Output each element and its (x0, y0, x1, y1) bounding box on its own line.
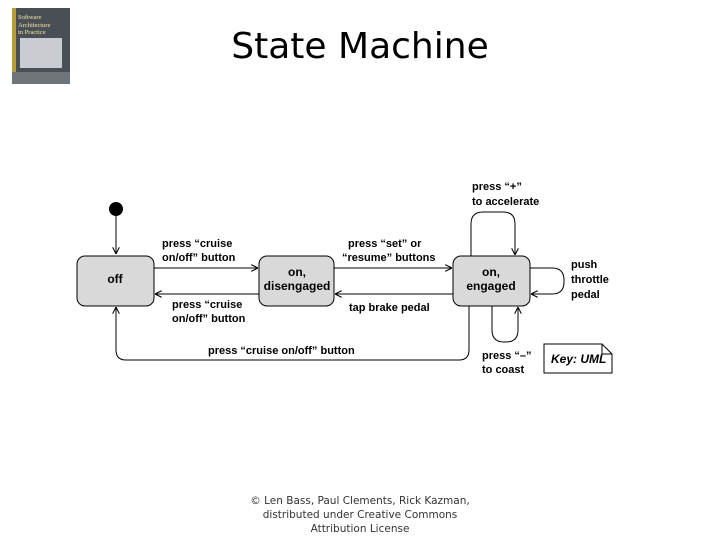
state-disengaged-label-1: on, (288, 265, 306, 279)
book-cover-image: Software Architecture in Practice (12, 8, 70, 84)
label-engaged-to-off: press “cruise on/off” button (208, 345, 355, 357)
label-disengaged-to-off-1: press “cruise (172, 299, 242, 311)
book-cover-line: in Practice (18, 29, 46, 36)
arrow-engaged-to-off (116, 306, 470, 361)
footer-credit: © Len Bass, Paul Clements, Rick Kazman, … (200, 494, 520, 536)
label-off-to-disengaged-2: on/off” button (162, 252, 236, 264)
label-accelerate-1: press “+” (472, 181, 522, 193)
label-throttle-1: push (571, 259, 598, 271)
book-cover-line: Architecture (18, 21, 51, 29)
book-cover-bar (12, 72, 70, 84)
arrow-throttle-loop (530, 267, 565, 294)
key-note-label: Key: UML (551, 352, 606, 366)
arrow-accelerate-loop (470, 211, 515, 256)
arrow-coast-loop (491, 306, 518, 343)
state-engaged-label-2: engaged (466, 279, 515, 293)
label-coast-2: to coast (482, 364, 525, 376)
initial-state-dot (109, 202, 123, 216)
label-disengaged-to-off-2: on/off” button (172, 313, 246, 325)
label-accelerate-2: to accelerate (472, 196, 539, 208)
state-disengaged: on, disengaged (258, 255, 335, 307)
state-off: off (76, 255, 155, 307)
label-engaged-to-disengaged: tap brake pedal (349, 302, 430, 314)
book-cover-accent (12, 8, 16, 84)
slide-title: State Machine (231, 26, 489, 67)
state-off-label: off (107, 272, 123, 286)
state-engaged-label-1: on, (482, 265, 500, 279)
state-engaged: on, engaged (452, 255, 531, 307)
label-disengaged-to-engaged-2: “resume” buttons (342, 252, 436, 264)
state-disengaged-label-2: disengaged (264, 279, 331, 293)
footer-line: © Len Bass, Paul Clements, Rick Kazman, (250, 495, 470, 507)
label-disengaged-to-engaged-1: press “set” or (348, 238, 422, 250)
label-off-to-disengaged-1: press “cruise (162, 238, 232, 250)
label-throttle-2: throttle (571, 274, 609, 286)
label-coast-1: press “–” (482, 350, 532, 362)
key-note: Key: UML (543, 343, 613, 374)
book-cover-building (20, 38, 62, 68)
footer-line: Attribution License (310, 523, 410, 535)
book-cover-line: Software (18, 14, 42, 21)
label-throttle-3: pedal (571, 289, 600, 301)
footer-line: distributed under Creative Commons (262, 509, 458, 521)
book-cover-title: Software Architecture in Practice (18, 14, 64, 37)
